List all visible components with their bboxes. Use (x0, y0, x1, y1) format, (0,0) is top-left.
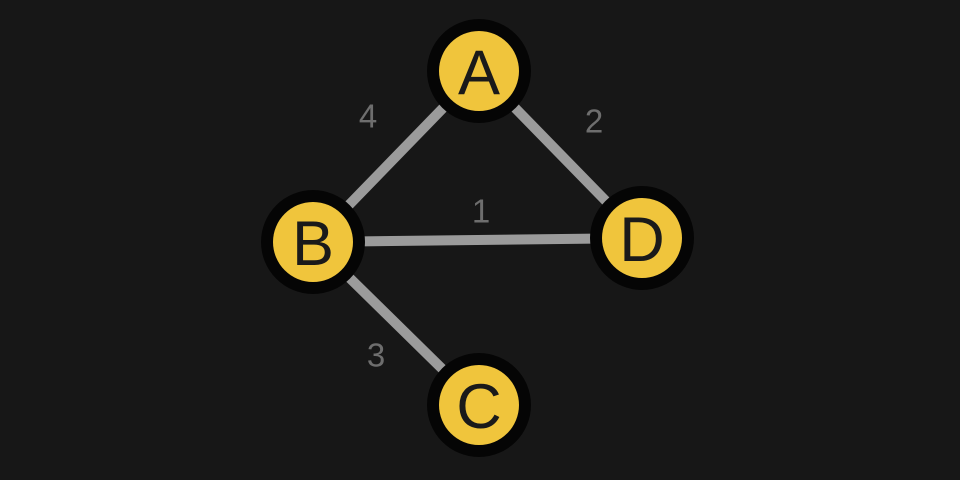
node-circle-C (439, 365, 519, 445)
node-circle-D (602, 198, 682, 278)
node-A[interactable]: A (427, 19, 531, 123)
edge-B-D (312, 233, 643, 247)
node-D[interactable]: D (590, 186, 694, 290)
node-label-A: A (458, 38, 500, 108)
node-C[interactable]: C (427, 353, 531, 457)
node-circle-B (273, 202, 353, 282)
edge-weight-A-D: 2 (585, 103, 603, 140)
node-circle-A (439, 31, 519, 111)
node-label-B: B (292, 209, 334, 279)
edge-weight-B-D: 1 (472, 193, 490, 230)
node-label-D: D (619, 205, 665, 275)
node-label-C: C (456, 372, 502, 442)
edge-labels-layer: 4 2 1 3 (359, 98, 603, 374)
node-B[interactable]: B (261, 190, 365, 294)
nodes-layer: A B C D (261, 19, 694, 457)
edge-weight-A-B: 4 (359, 98, 377, 135)
edge-weight-B-C: 3 (367, 337, 385, 374)
